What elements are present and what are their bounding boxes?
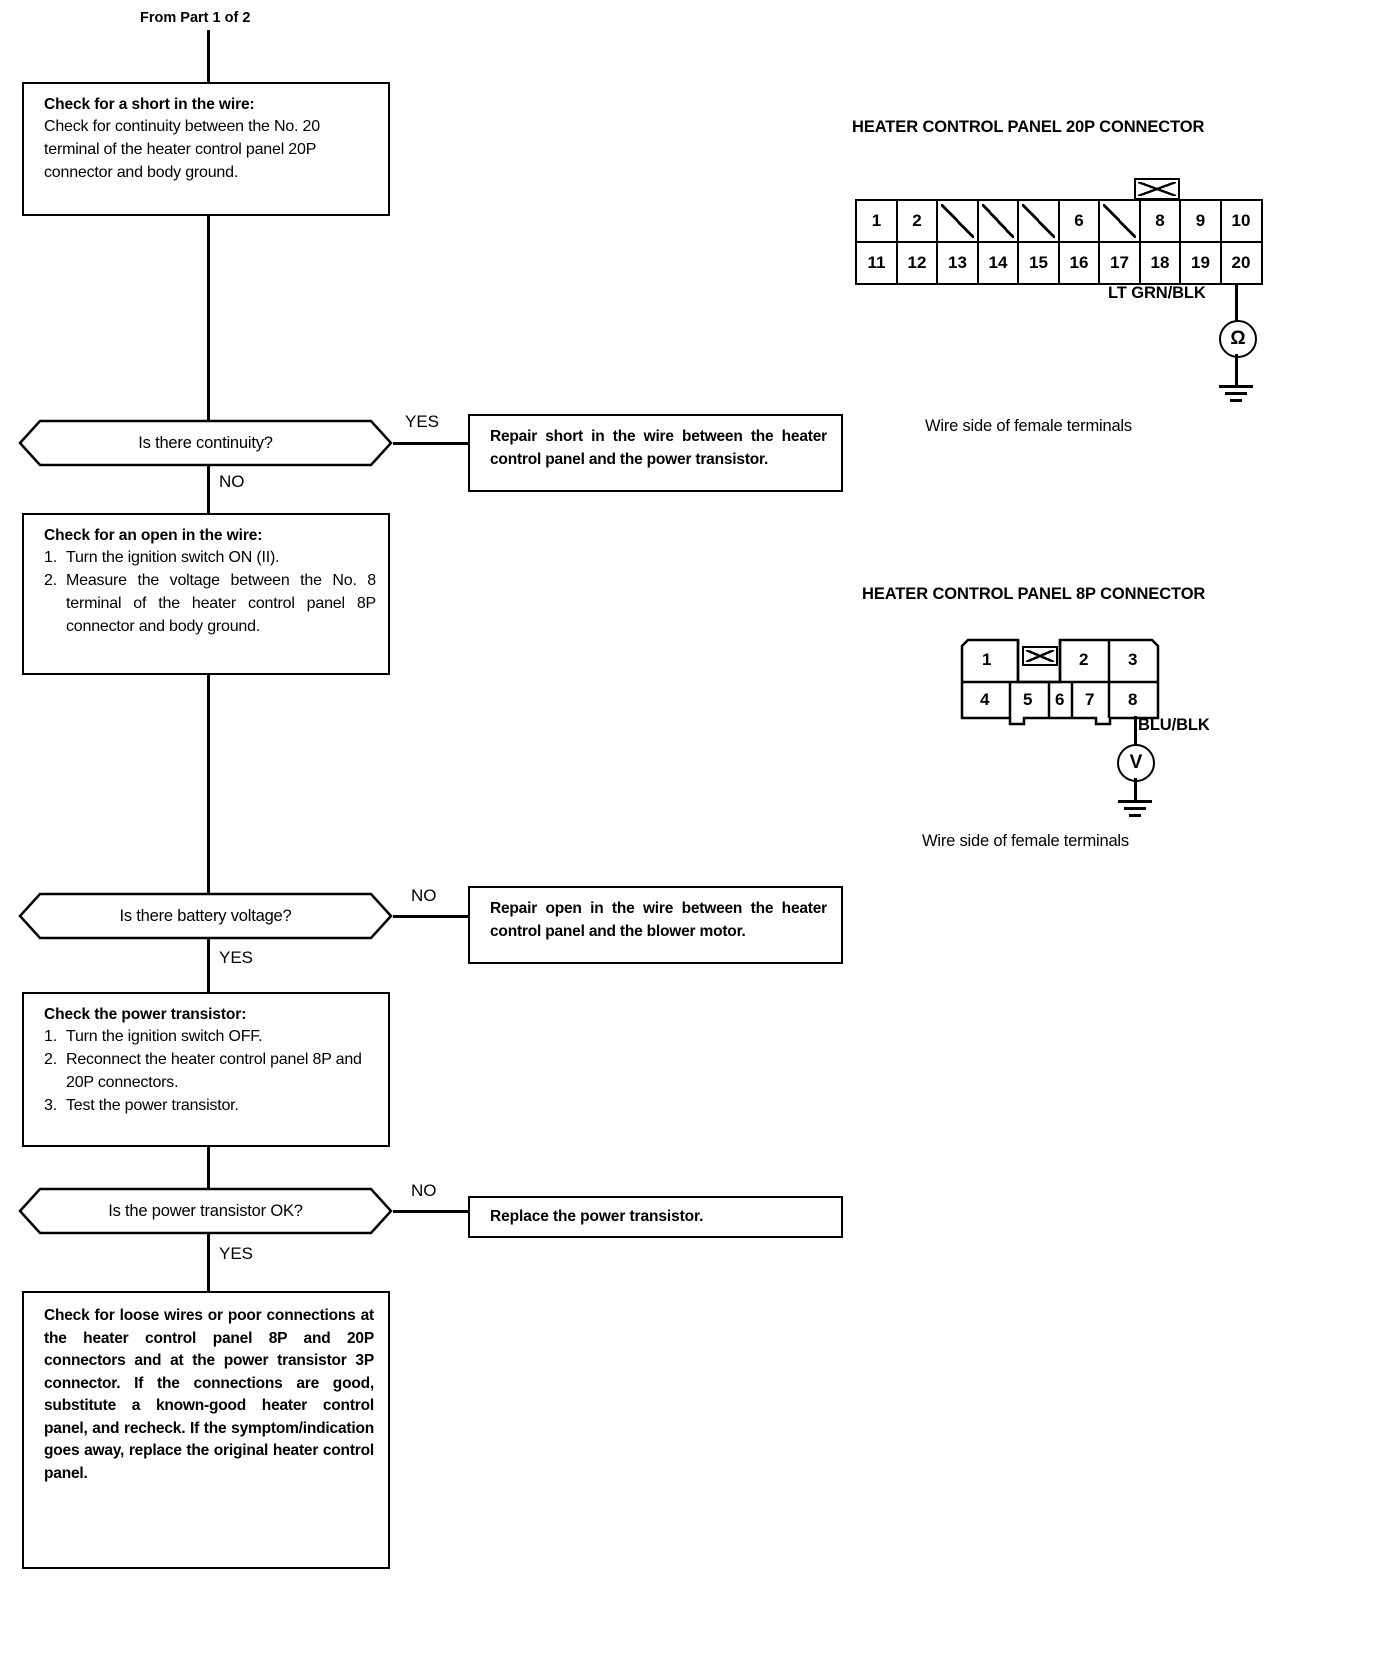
wire-color-label-20p: LT GRN/BLK <box>1108 284 1206 302</box>
pin-cell-blank <box>1017 199 1060 243</box>
pin-cell: 16 <box>1057 240 1101 285</box>
connector-line-top <box>207 30 210 82</box>
connector-line-decision1-down <box>207 466 210 513</box>
pin-cell: 17 <box>1098 240 1141 285</box>
pin-cell: 3 <box>1128 650 1138 669</box>
decision3-label: Is the power transistor OK? <box>108 1201 303 1220</box>
pin-cell: 1 <box>982 650 992 669</box>
ground-line-8p <box>1134 778 1137 802</box>
connector-20p-heading: HEATER CONTROL PANEL 20P CONNECTOR <box>852 118 1205 136</box>
step-box-check-power-transistor: Check the power transistor: 1.Turn the i… <box>22 992 390 1147</box>
branch-label-no-1: NO <box>219 472 245 491</box>
result-box-repair-open: Repair open in the wire between the heat… <box>468 886 843 964</box>
ground-symbol-bar-3 <box>1129 814 1141 817</box>
decision1-label: Is there continuity? <box>138 433 273 452</box>
pin-cell: 10 <box>1219 199 1263 243</box>
branch-label-no-3: NO <box>411 1181 437 1200</box>
pin-cell: 6 <box>1055 690 1065 709</box>
wire-line-8p <box>1134 716 1137 746</box>
ground-symbol-bar-1 <box>1118 800 1152 803</box>
pin-cell: 13 <box>936 240 979 285</box>
branch-line-no-3 <box>393 1210 468 1213</box>
branch-line-yes-1 <box>393 442 468 445</box>
connector-20p-pin-grid: 1 2 6 8 9 10 11 12 13 14 15 16 17 18 19 … <box>855 199 1263 285</box>
branch-label-yes-2: YES <box>219 948 254 967</box>
decision2-label: Is there battery voltage? <box>119 906 292 925</box>
pin-cell: 20 <box>1219 240 1263 285</box>
list-item: 3.Test the power transistor. <box>44 1097 239 1114</box>
result-box-repair-short: Repair short in the wire between the hea… <box>468 414 843 492</box>
result2-text: Repair open in the wire between the heat… <box>490 900 827 940</box>
list-item: 1.Turn the ignition switch OFF. <box>44 1028 263 1045</box>
ground-symbol-bar-2 <box>1225 392 1247 395</box>
ohmmeter-icon: Ω <box>1219 320 1257 358</box>
wire-line-20p <box>1235 285 1238 321</box>
pin-cell-blank <box>1098 199 1141 243</box>
result1-text: Repair short in the wire between the hea… <box>490 428 827 468</box>
pin-cell-blank <box>976 199 1020 243</box>
connector-line-decision2-down <box>207 939 210 992</box>
ground-symbol-bar-1 <box>1219 385 1253 388</box>
pin-cell: 6 <box>1057 199 1101 243</box>
connector-8p-caption: Wire side of female terminals <box>922 832 1129 850</box>
pin-cell: 12 <box>895 240 939 285</box>
pin-cell: 14 <box>976 240 1020 285</box>
result3-text: Replace the power transistor. <box>490 1208 704 1225</box>
list-item: 2.Reconnect the heater control panel 8P … <box>44 1051 362 1091</box>
wire-color-label-8p: BLU/BLK <box>1138 716 1210 734</box>
connector-line-decision3-down <box>207 1234 210 1291</box>
ground-symbol-bar-2 <box>1124 807 1146 810</box>
box4-text: Check for loose wires or poor connection… <box>44 1307 374 1482</box>
connector-line-box1-to-decision1 <box>207 216 210 421</box>
box1-title: Check for a short in the wire: <box>44 96 255 113</box>
connector-20p-lock-tab <box>1134 178 1180 200</box>
decision-is-there-continuity: Is there continuity? <box>18 419 393 467</box>
connector-8p-heading: HEATER CONTROL PANEL 8P CONNECTOR <box>862 585 1206 603</box>
pin-cell: 15 <box>1017 240 1060 285</box>
step-box-check-short: Check for a short in the wire: Check for… <box>22 82 390 216</box>
pin-cell: 11 <box>855 240 898 285</box>
branch-label-no-2: NO <box>411 886 437 905</box>
box2-step-list: 1.Turn the ignition switch ON (II). 2.Me… <box>44 546 376 638</box>
pin-cell: 1 <box>855 199 898 243</box>
decision-is-power-transistor-ok: Is the power transistor OK? <box>18 1187 393 1235</box>
step-box-check-open: Check for an open in the wire: 1.Turn th… <box>22 513 390 675</box>
pin-cell: 8 <box>1128 690 1138 709</box>
result-box-replace-power-transistor: Replace the power transistor. <box>468 1196 843 1238</box>
pin-cell: 2 <box>895 199 939 243</box>
box3-title: Check the power transistor: <box>44 1006 247 1023</box>
pin-cell: 5 <box>1023 690 1033 709</box>
ground-line-20p <box>1235 354 1238 385</box>
box3-step-list: 1.Turn the ignition switch OFF. 2.Reconn… <box>44 1025 376 1117</box>
pin-cell: 2 <box>1079 650 1089 669</box>
branch-label-yes-1: YES <box>405 412 440 431</box>
connector-8p-outline <box>960 638 1160 726</box>
decision-is-there-battery-voltage: Is there battery voltage? <box>18 892 393 940</box>
connector-line-box2-to-decision2 <box>207 675 210 894</box>
pin-cell: 8 <box>1138 199 1182 243</box>
list-item: 1.Turn the ignition switch ON (II). <box>44 549 280 566</box>
pin-cell: 18 <box>1138 240 1182 285</box>
list-item: 2.Measure the voltage between the No. 8 … <box>44 572 376 635</box>
from-part-label: From Part 1 of 2 <box>140 10 251 26</box>
pin-cell: 4 <box>980 690 990 709</box>
branch-label-yes-3: YES <box>219 1244 254 1263</box>
pin-cell: 9 <box>1179 199 1222 243</box>
connector-20p-caption: Wire side of female terminals <box>925 417 1132 435</box>
connector-line-box3-to-decision3 <box>207 1147 210 1189</box>
box2-title: Check for an open in the wire: <box>44 527 263 544</box>
box1-body: Check for continuity between the No. 20 … <box>44 118 320 181</box>
branch-line-no-2 <box>393 915 468 918</box>
ground-symbol-bar-3 <box>1230 399 1242 402</box>
pin-cell: 7 <box>1085 690 1095 709</box>
connector-8p-lock-tab <box>1022 646 1058 666</box>
connector-20p-bottom-row: 11 12 13 14 15 16 17 18 19 20 <box>855 240 1263 285</box>
step-box-check-loose-wires: Check for loose wires or poor connection… <box>22 1291 390 1569</box>
connector-20p-top-row: 1 2 6 8 9 10 <box>855 199 1263 243</box>
pin-cell: 19 <box>1179 240 1222 285</box>
pin-cell-blank <box>936 199 979 243</box>
voltmeter-icon: V <box>1117 744 1155 782</box>
connector-8p-pin-grid: 1 2 3 4 5 6 7 8 <box>960 638 1160 728</box>
